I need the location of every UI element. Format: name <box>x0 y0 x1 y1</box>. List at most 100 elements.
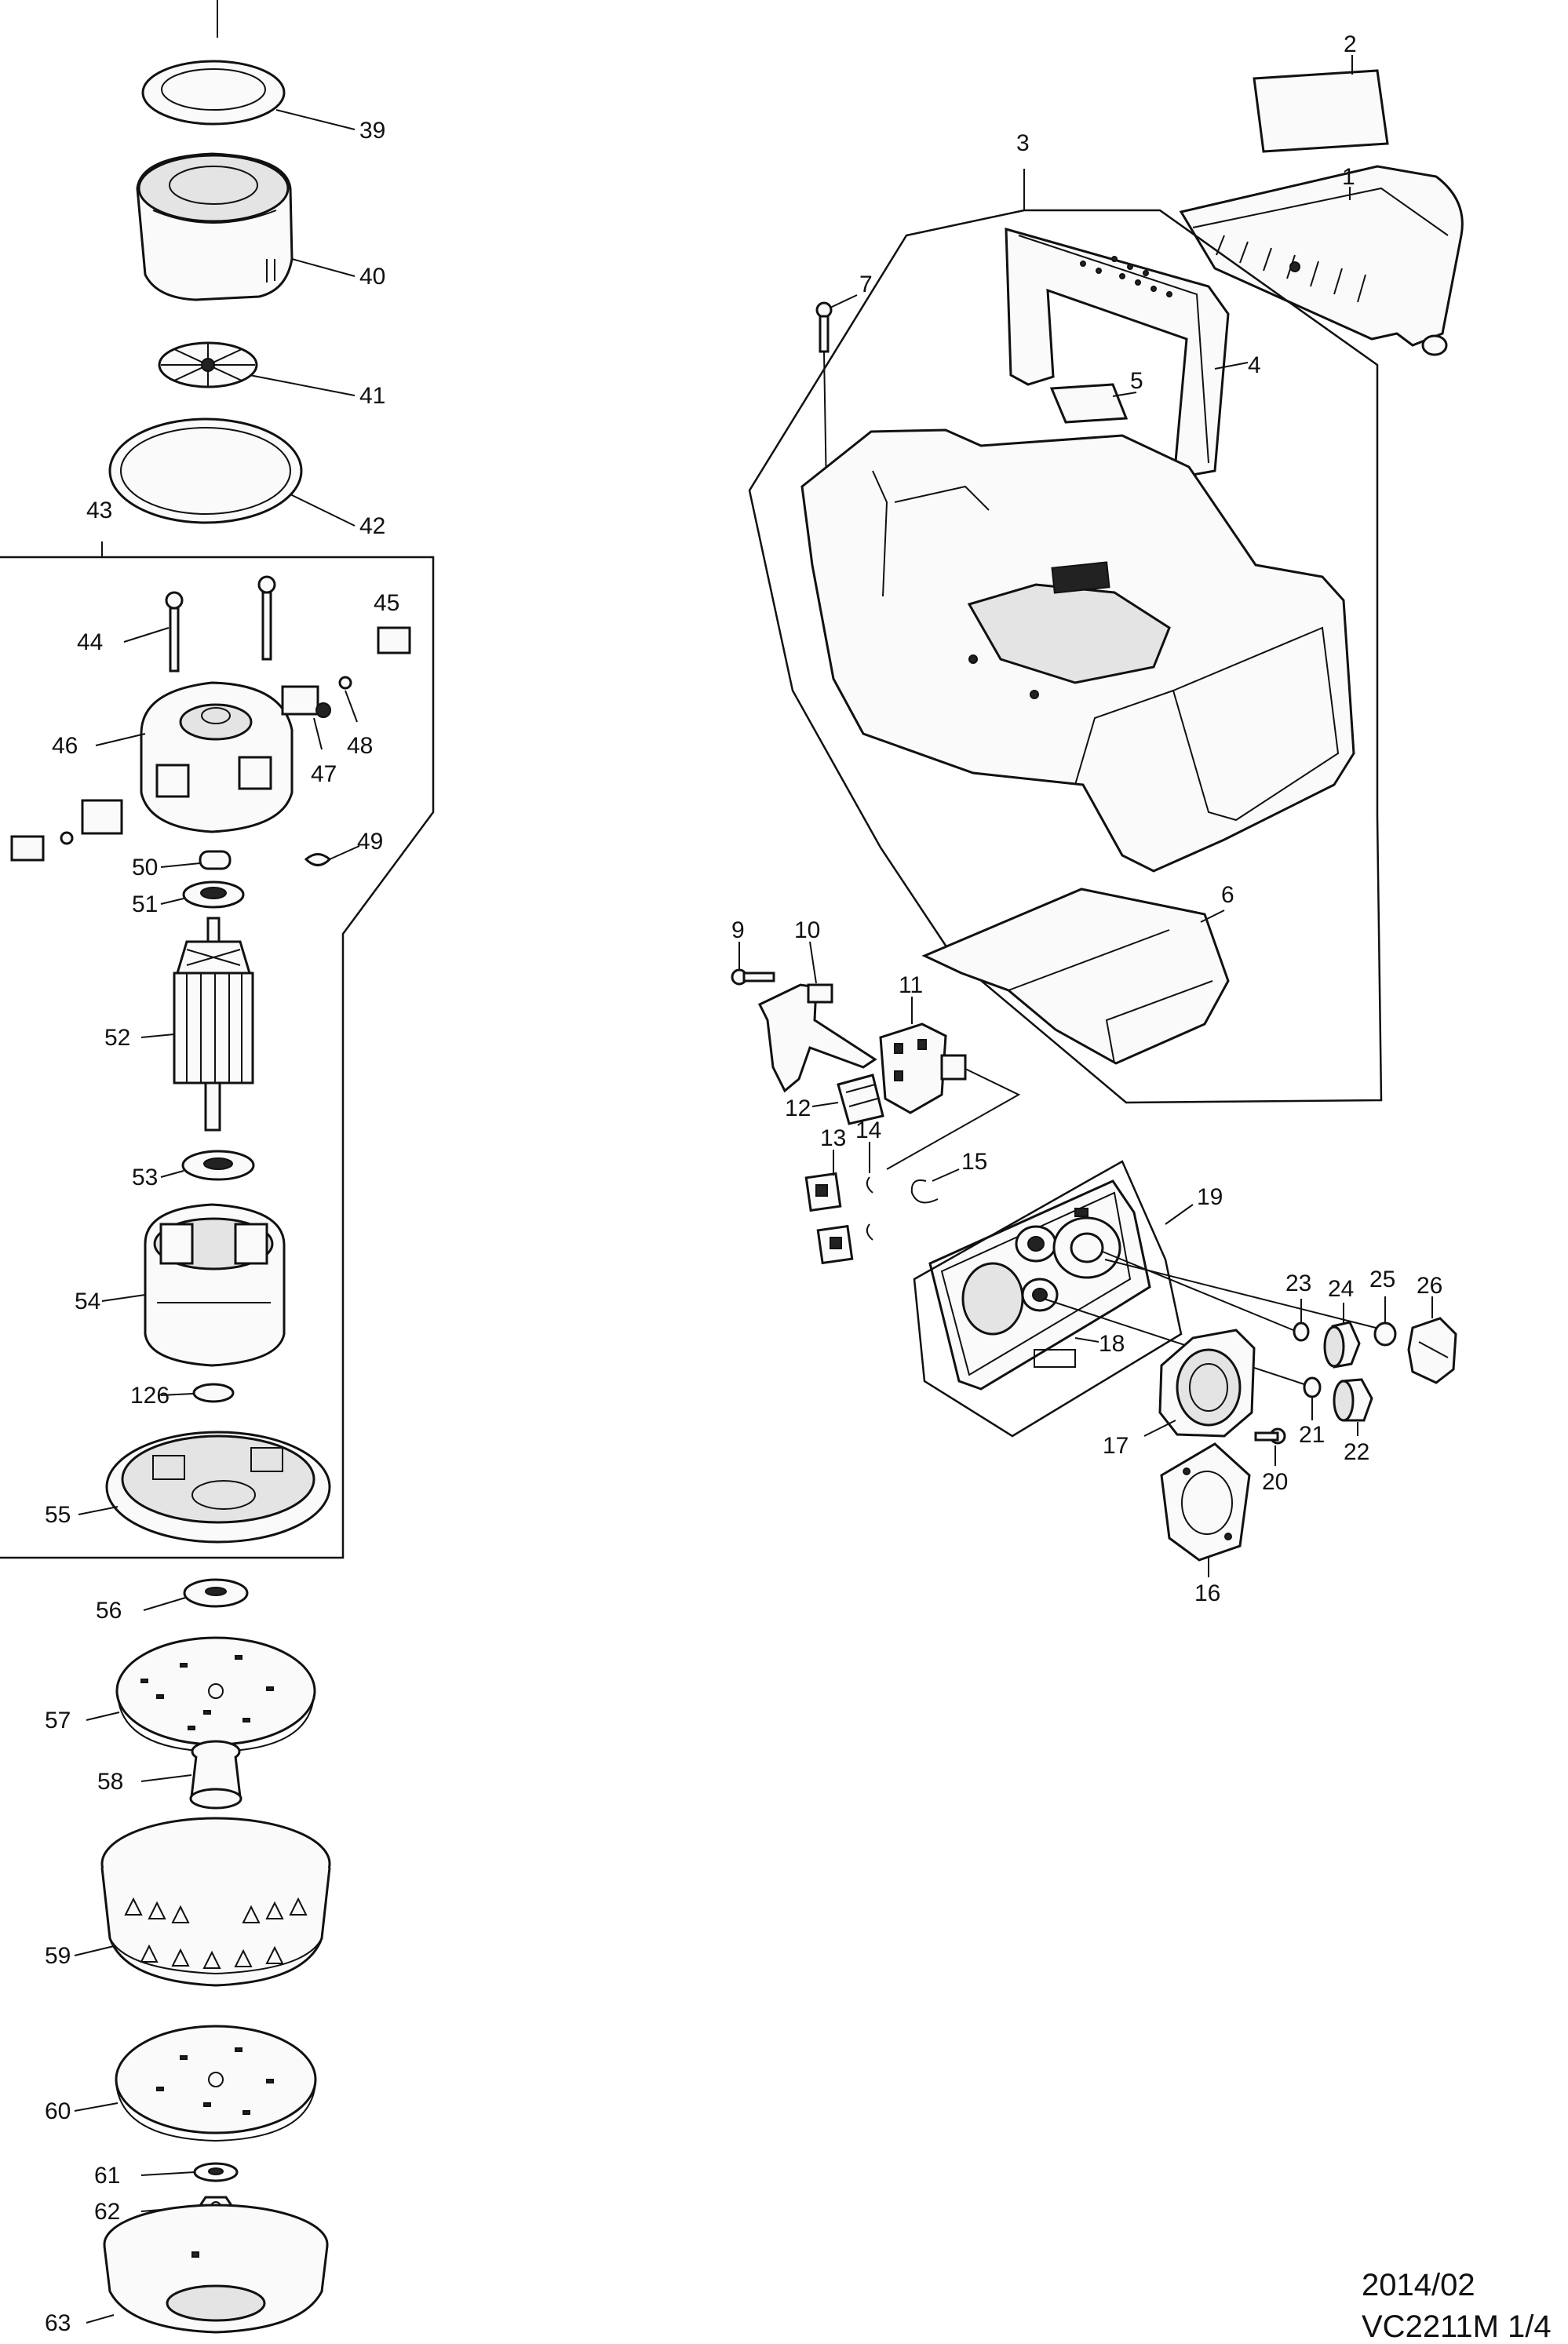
label-2: 2 <box>1344 31 1357 57</box>
part-48-screw <box>338 676 352 690</box>
part-39-gasket <box>141 60 286 126</box>
label-63: 63 <box>45 2310 71 2336</box>
part-54-stator <box>144 1203 286 1367</box>
part-26-knob <box>1407 1317 1457 1384</box>
label-40: 40 <box>359 264 385 290</box>
part-23-washer <box>1293 1321 1310 1342</box>
label-56: 56 <box>96 1598 122 1624</box>
part-57-disc <box>115 1636 316 1753</box>
part-49-clip <box>304 853 332 866</box>
label-15: 15 <box>961 1149 987 1175</box>
label-50: 50 <box>132 855 158 880</box>
part-50-washer <box>199 850 232 870</box>
label-14: 14 <box>855 1117 881 1143</box>
part-63-cup <box>103 2204 329 2334</box>
label-26: 26 <box>1417 1273 1442 1299</box>
part-17-socket <box>1158 1329 1256 1438</box>
part-24-knob <box>1323 1321 1361 1369</box>
label-61: 61 <box>94 2163 120 2189</box>
label-16: 16 <box>1194 1580 1220 1606</box>
part-45-carbon-brush <box>377 626 411 654</box>
part-45-carbon-brush-2 <box>10 835 45 862</box>
footer-model: VC2211M 1/4 <box>1362 2309 1552 2344</box>
label-5: 5 <box>1130 368 1143 394</box>
label-52: 52 <box>104 1025 130 1051</box>
label-55: 55 <box>45 1502 71 1528</box>
callout-labels: 39 40 41 42 43 44 45 46 47 48 49 50 51 5… <box>45 31 1442 2336</box>
brush-spring-holder <box>281 685 319 716</box>
label-51: 51 <box>132 891 158 917</box>
part-14-clip <box>866 1176 873 1241</box>
part-44-screws <box>165 575 276 673</box>
label-9: 9 <box>731 917 745 943</box>
main-housing <box>800 428 1355 873</box>
footer-date: 2014/02 <box>1362 2268 1475 2302</box>
label-58: 58 <box>97 1769 123 1795</box>
assembly-3-frame <box>748 209 1383 1104</box>
part-56-washer <box>183 1578 249 1608</box>
label-6: 6 <box>1221 882 1234 908</box>
part-126-ring <box>192 1383 235 1403</box>
part-4-handle <box>1005 227 1230 476</box>
part-6-pad <box>921 888 1230 1065</box>
label-25: 25 <box>1369 1267 1395 1292</box>
part-5-label <box>1049 383 1129 424</box>
label-13: 13 <box>820 1125 846 1151</box>
label-47: 47 <box>311 761 337 787</box>
part-7-screw <box>815 301 833 353</box>
part-46-brush-holder <box>140 681 294 833</box>
label-59: 59 <box>45 1943 71 1969</box>
label-22: 22 <box>1344 1439 1369 1465</box>
part-11-switch <box>879 1023 967 1114</box>
part-19-panel <box>928 1179 1151 1391</box>
label-53: 53 <box>132 1165 158 1190</box>
assembly-43-frame <box>0 556 435 1559</box>
part-60-disc <box>115 2025 317 2142</box>
label-45: 45 <box>374 590 399 616</box>
label-48: 48 <box>347 733 373 759</box>
label-49: 49 <box>357 829 383 855</box>
label-20: 20 <box>1262 1469 1288 1495</box>
label-24: 24 <box>1328 1276 1354 1302</box>
label-60: 60 <box>45 2098 71 2124</box>
label-17: 17 <box>1103 1433 1129 1459</box>
small-screw <box>60 831 74 845</box>
part-22-knob <box>1333 1378 1373 1422</box>
label-43: 43 <box>86 498 112 523</box>
part-25-washer <box>1373 1321 1397 1347</box>
label-54: 54 <box>75 1289 100 1314</box>
part-52-armature <box>173 917 254 1132</box>
part-61-washer <box>193 2162 239 2182</box>
part-47-terminal <box>315 702 331 718</box>
label-57: 57 <box>45 1708 71 1733</box>
part-9-screw <box>731 968 775 986</box>
label-46: 46 <box>52 733 78 759</box>
part-2-label <box>1253 69 1389 153</box>
panel-19-frame <box>913 1160 1183 1438</box>
part-10-bracket <box>757 983 877 1093</box>
part-15-ring <box>910 1179 939 1204</box>
part-42-ring <box>108 417 303 524</box>
label-39: 39 <box>359 118 385 144</box>
label-62: 62 <box>94 2199 120 2225</box>
part-41-impeller <box>158 341 258 388</box>
label-3: 3 <box>1016 130 1030 156</box>
label-7: 7 <box>859 272 873 297</box>
part-12-terminal <box>837 1074 884 1125</box>
label-10: 10 <box>794 917 820 943</box>
label-19: 19 <box>1197 1184 1223 1210</box>
part-21-washer <box>1303 1376 1322 1398</box>
part-1-handle-cover <box>1179 165 1464 356</box>
label-11: 11 <box>899 972 923 998</box>
label-21: 21 <box>1299 1422 1325 1448</box>
label-1: 1 <box>1342 164 1355 190</box>
label-126: 126 <box>130 1383 170 1409</box>
label-42: 42 <box>359 513 385 539</box>
label-4: 4 <box>1248 352 1261 378</box>
part-55-housing <box>105 1431 331 1544</box>
brush-holder-side <box>81 799 123 835</box>
part-58-spacer <box>189 1740 242 1810</box>
label-18: 18 <box>1099 1331 1125 1357</box>
part-20-screw <box>1254 1427 1286 1445</box>
